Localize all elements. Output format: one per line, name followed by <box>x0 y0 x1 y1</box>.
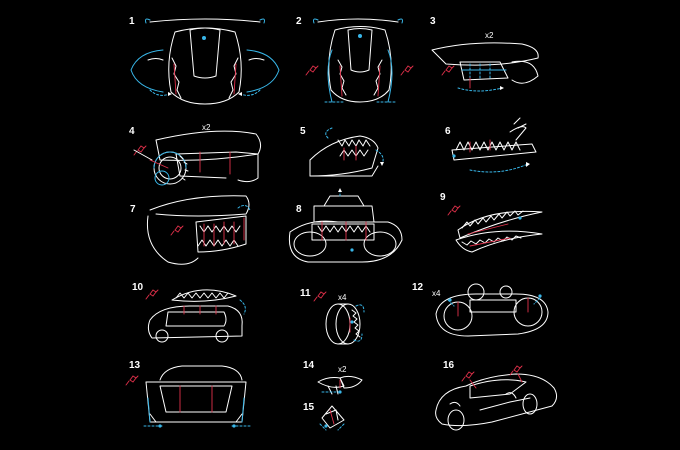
step-2: 2 <box>296 16 414 103</box>
step-3-illustration <box>431 42 539 92</box>
step-number: 5 <box>300 126 306 137</box>
step-number: 2 <box>296 16 302 27</box>
step-number: 9 <box>440 192 446 203</box>
step-7-illustration <box>146 195 251 265</box>
step-13-illustration <box>125 365 251 428</box>
step-6: 6 <box>445 117 537 173</box>
step-number: 14 <box>303 360 315 371</box>
step-number: 3 <box>430 16 436 27</box>
multiplier-label: x2 <box>485 31 494 40</box>
step-12-illustration <box>435 283 549 337</box>
step-8-illustration <box>288 188 403 263</box>
step-15: 15 <box>303 402 345 431</box>
step-1-illustration <box>130 18 280 105</box>
step-number: 13 <box>129 360 141 371</box>
step-13: 13 <box>125 360 251 428</box>
step-number: 7 <box>130 204 136 215</box>
step-4-illustration <box>133 130 262 186</box>
step-16-illustration <box>435 365 558 431</box>
multiplier-label: x4 <box>432 289 441 298</box>
step-14: 14 x2 <box>303 360 363 395</box>
step-10-illustration <box>145 289 246 343</box>
step-number: 16 <box>443 360 455 371</box>
step-4: 4 x2 <box>129 123 262 186</box>
step-number: 15 <box>303 402 315 413</box>
step-2-illustration <box>305 18 414 103</box>
multiplier-label: x2 <box>202 123 211 132</box>
step-number: 8 <box>296 204 302 215</box>
step-number: 10 <box>132 282 144 293</box>
step-16: 16 <box>435 360 558 431</box>
multiplier-label: x2 <box>338 365 347 374</box>
step-10: 10 <box>132 282 246 343</box>
step-8: 8 <box>288 188 403 263</box>
step-number: 6 <box>445 126 451 137</box>
step-9-illustration <box>447 205 543 253</box>
step-1: 1 <box>129 16 280 105</box>
step-5-illustration <box>309 127 384 177</box>
step-12: 12 x4 <box>412 282 549 337</box>
step-14-illustration <box>317 375 363 395</box>
step-5: 5 <box>300 126 384 177</box>
step-11: 11 x4 <box>300 288 365 345</box>
step-9: 9 <box>440 192 543 253</box>
step-number: 11 <box>300 288 311 299</box>
step-number: 12 <box>412 282 424 293</box>
step-number: 1 <box>129 16 135 27</box>
step-3: 3 x2 <box>430 16 539 92</box>
step-11-illustration <box>313 291 365 345</box>
step-6-illustration <box>451 117 537 173</box>
step-15-illustration <box>319 405 345 431</box>
step-7: 7 <box>130 195 251 265</box>
step-number: 4 <box>129 126 135 137</box>
multiplier-label: x4 <box>338 293 347 302</box>
